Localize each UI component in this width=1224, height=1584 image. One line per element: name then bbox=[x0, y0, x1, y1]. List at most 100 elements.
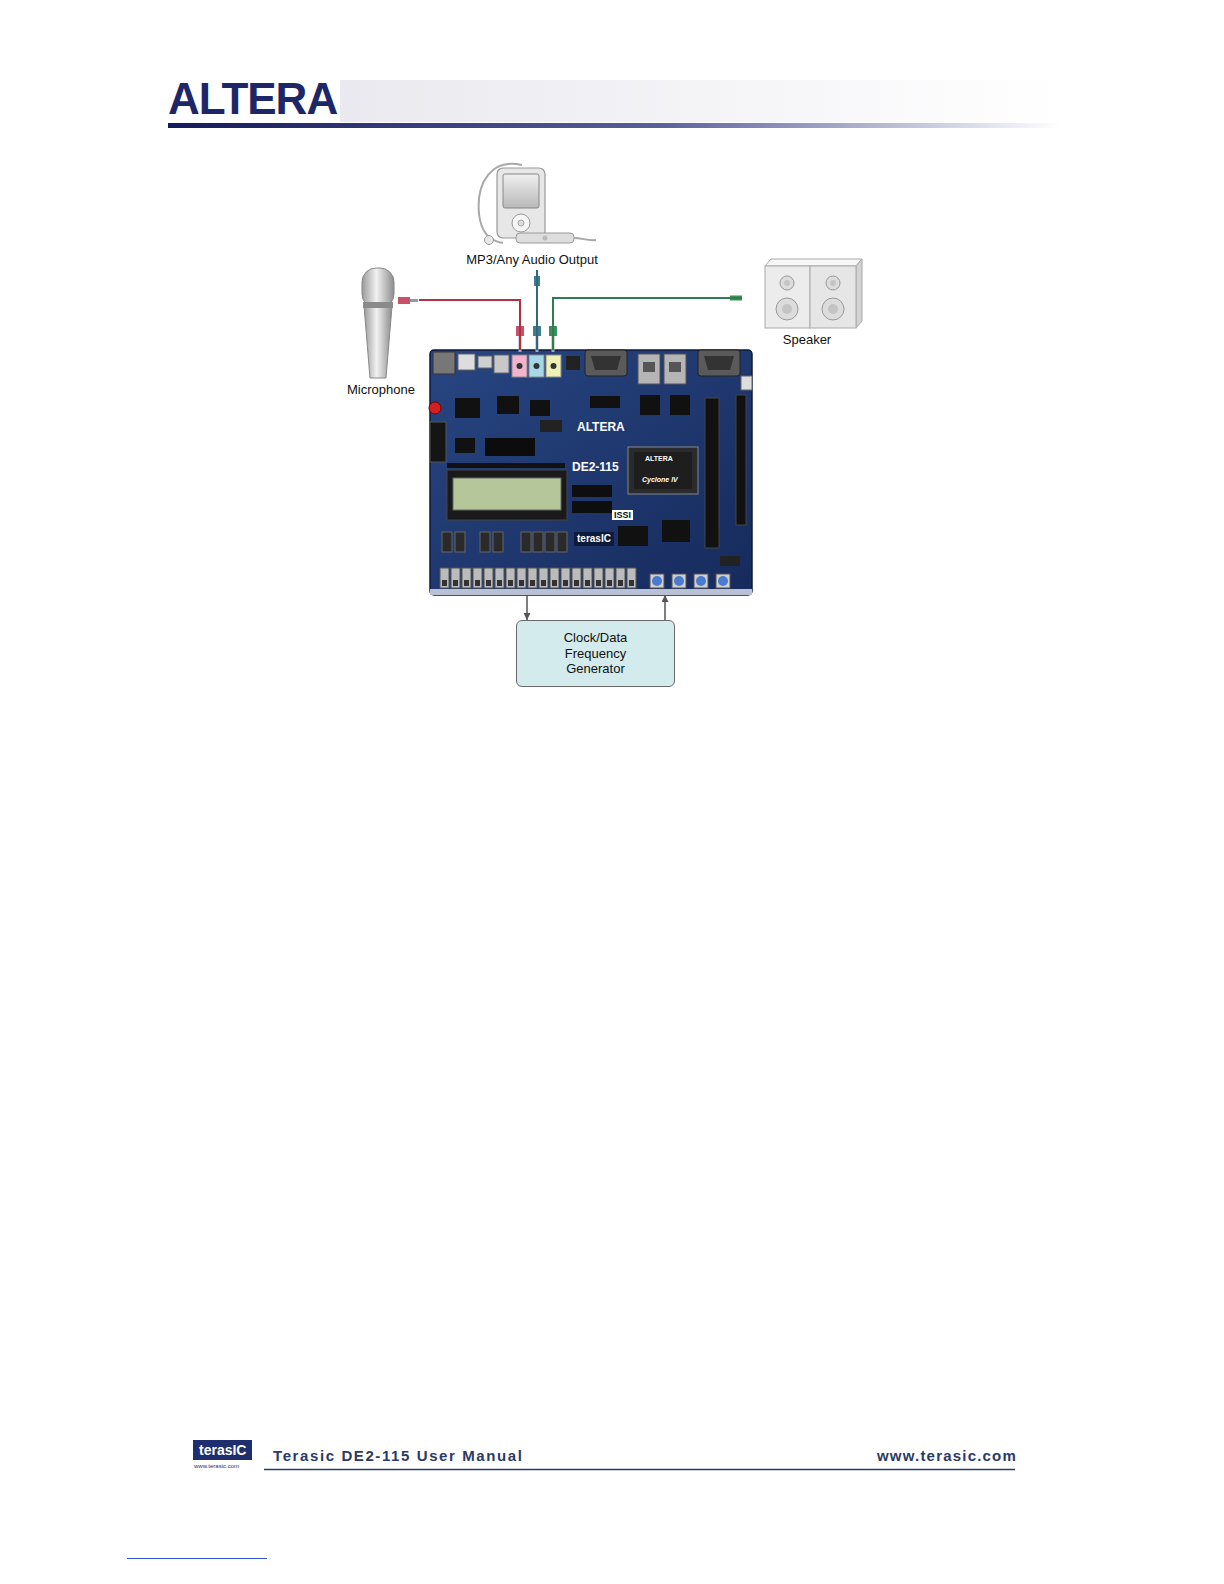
board-illustration-part bbox=[720, 556, 740, 566]
board-illustration-part bbox=[696, 576, 706, 586]
node-label: Clock/Data Frequency Generator bbox=[555, 630, 637, 677]
board-illustration-part bbox=[497, 396, 519, 414]
board-illustration-part bbox=[453, 478, 561, 510]
board-illustration-part bbox=[585, 350, 627, 376]
board-illustration-part bbox=[572, 501, 612, 513]
chip-marking: Cyclone IV bbox=[642, 476, 678, 484]
board-illustration-part bbox=[517, 568, 526, 588]
board-illustration-part bbox=[494, 355, 509, 373]
mp3-player-illustration-part bbox=[516, 233, 574, 243]
board-illustration-part bbox=[563, 580, 568, 586]
board-illustration-part bbox=[517, 363, 523, 369]
board-illustration-part bbox=[596, 580, 601, 586]
board-illustration-part bbox=[533, 532, 543, 552]
mp3-player-illustration-part bbox=[543, 236, 548, 241]
vendor-url: www.terasic.com bbox=[194, 1463, 239, 1470]
board-illustration-part bbox=[462, 568, 471, 588]
board-illustration-part bbox=[652, 576, 662, 586]
board-illustration-part bbox=[512, 355, 527, 377]
board-illustration-part bbox=[616, 568, 625, 588]
board-illustration-part bbox=[433, 352, 455, 374]
board-illustration-part bbox=[497, 580, 502, 586]
board-illustration-part bbox=[594, 568, 603, 588]
speaker-illustration-part bbox=[830, 280, 836, 286]
speaker-illustration-part bbox=[765, 266, 810, 328]
board-illustration-part bbox=[430, 350, 752, 595]
board-node: DE2-115 bbox=[430, 350, 752, 595]
board-illustration-part bbox=[638, 354, 660, 384]
board-illustration-part bbox=[669, 362, 681, 372]
board-logo: ALTERA bbox=[577, 421, 625, 435]
microphone-illustration-part bbox=[398, 297, 410, 304]
board-illustration-part bbox=[574, 580, 579, 586]
board-illustration-part bbox=[440, 568, 449, 588]
header-band-part bbox=[340, 80, 1060, 122]
board-illustration-part bbox=[605, 568, 614, 588]
board-illustration-part bbox=[698, 350, 740, 376]
mp3-player-illustration-part bbox=[497, 168, 545, 238]
signal-arrow bbox=[526, 595, 528, 620]
board-illustration-part bbox=[552, 580, 557, 586]
board-illustration-part bbox=[478, 356, 492, 368]
board-illustration-part bbox=[618, 526, 648, 546]
footer-url: www.terasic.com bbox=[877, 1447, 1017, 1464]
microphone-illustration-part bbox=[363, 302, 393, 308]
audio-cable bbox=[553, 298, 742, 350]
board-illustration-part bbox=[546, 355, 561, 377]
board-illustration-part bbox=[718, 576, 728, 586]
board-illustration-part bbox=[486, 580, 491, 586]
board-illustration-part bbox=[643, 362, 655, 372]
header-band-part bbox=[168, 123, 1060, 128]
board-illustration-part bbox=[475, 580, 480, 586]
board-illustration-part bbox=[627, 568, 636, 588]
board-marking: DE2-115 bbox=[572, 460, 619, 474]
board-illustration-part bbox=[551, 363, 557, 369]
speaker-illustration-part bbox=[776, 298, 798, 320]
board-illustration-part bbox=[539, 568, 548, 588]
board-illustration-part bbox=[634, 452, 692, 489]
mp3-player-illustration-part bbox=[574, 238, 596, 240]
audio-cable bbox=[419, 300, 520, 350]
speaker-illustration-part bbox=[810, 266, 856, 328]
board-illustration-part bbox=[572, 485, 612, 497]
board-illustration-part bbox=[458, 354, 475, 370]
board-illustration-part bbox=[736, 395, 746, 525]
board-illustration-part bbox=[480, 532, 490, 552]
board-illustration-part bbox=[694, 574, 708, 588]
board-illustration-part bbox=[704, 356, 734, 370]
board-illustration-part bbox=[561, 568, 570, 588]
board-illustration-part bbox=[430, 589, 752, 595]
board-illustration-part bbox=[572, 568, 581, 588]
board-illustration-part bbox=[534, 363, 540, 369]
board-illustration-part bbox=[716, 574, 730, 588]
footer-rule bbox=[127, 1470, 1015, 1559]
speaker-illustration-part bbox=[828, 304, 838, 314]
signal-arrow bbox=[664, 595, 666, 620]
device-caption-node: Speaker bbox=[742, 252, 872, 350]
board-illustration-part bbox=[447, 463, 565, 468]
board-illustration-part bbox=[557, 532, 567, 552]
board-illustration-part bbox=[495, 568, 504, 588]
board-illustration-part bbox=[664, 354, 686, 384]
board-illustration-part bbox=[591, 356, 621, 370]
microphone-illustration-part bbox=[362, 268, 394, 308]
board-illustration-part bbox=[528, 568, 537, 588]
board-illustration-part bbox=[585, 580, 590, 586]
mp3-player-illustration-part bbox=[512, 214, 530, 232]
vendor-logo: terasIC bbox=[193, 1440, 252, 1460]
audio-cable bbox=[536, 270, 538, 350]
board-illustration-part bbox=[430, 422, 446, 462]
board-illustration-part bbox=[674, 576, 684, 586]
board-illustration-part bbox=[545, 532, 555, 552]
chip-marking: ALTERA bbox=[645, 455, 673, 463]
board-illustration-part bbox=[741, 376, 752, 390]
node-label: MP3/Any Audio Output bbox=[466, 252, 598, 270]
board-illustration-part bbox=[550, 568, 559, 588]
speaker-illustration-part bbox=[822, 298, 844, 320]
node-label: Speaker bbox=[783, 332, 831, 350]
board-illustration-part bbox=[442, 532, 452, 552]
board-illustration-part bbox=[705, 398, 719, 548]
board-illustration-part bbox=[662, 520, 690, 542]
board-illustration-part bbox=[672, 574, 686, 588]
